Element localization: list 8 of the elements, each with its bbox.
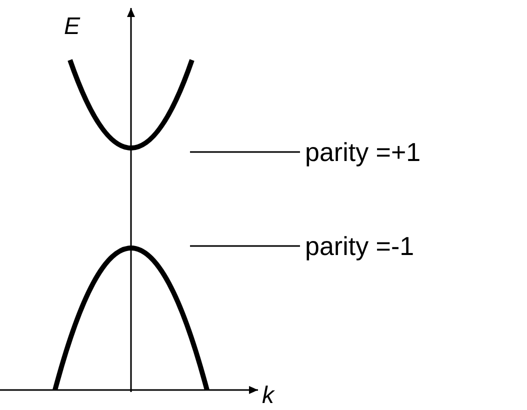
parity-label: parity =+1 — [305, 137, 421, 167]
parity-label: parity =-1 — [305, 231, 414, 261]
valence-band-curve — [52, 246, 210, 391]
leader-line — [190, 245, 300, 247]
axis-label: E — [64, 13, 80, 41]
conduction-band-curve — [68, 59, 194, 150]
axis-label: k — [262, 382, 274, 410]
leader-line — [190, 151, 300, 153]
